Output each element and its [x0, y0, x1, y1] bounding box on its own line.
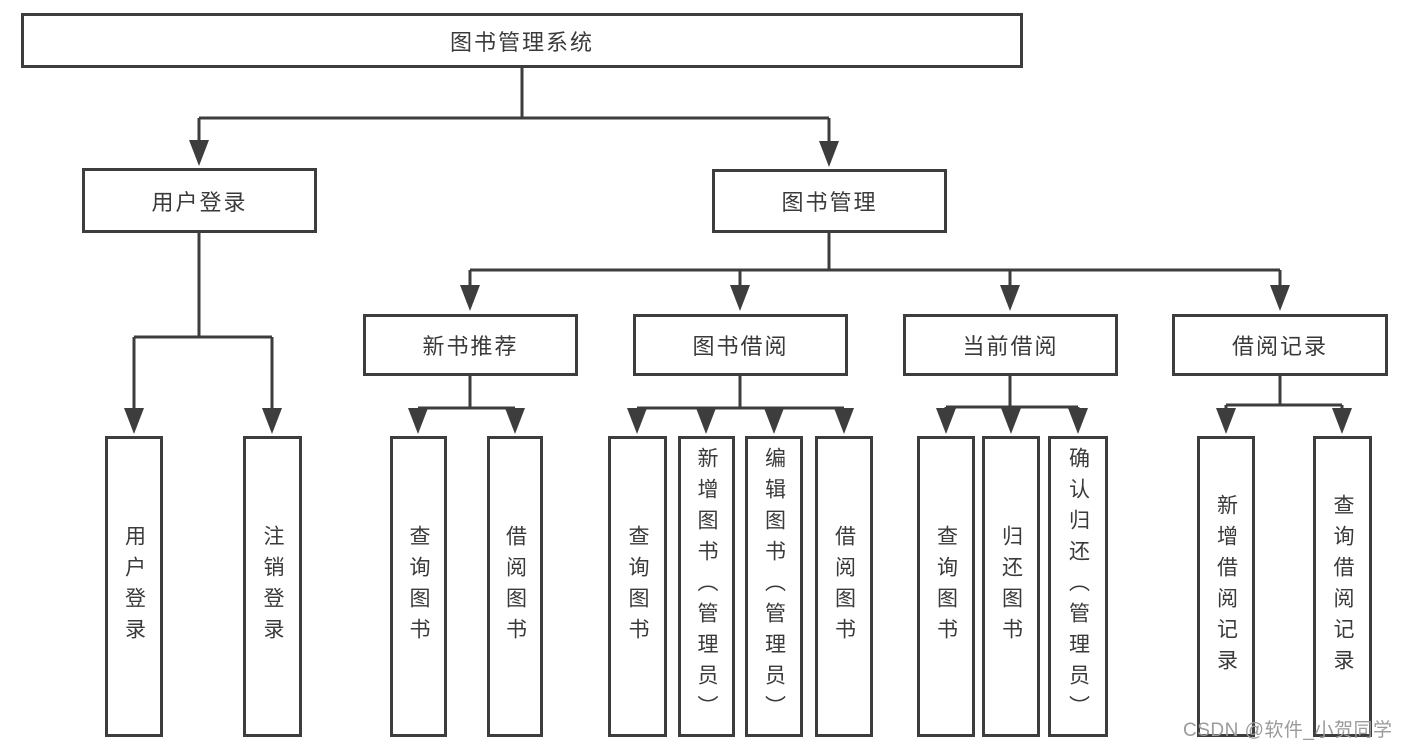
leaf-borrow-books-recommend: 借阅图书 — [487, 436, 543, 737]
node-label: 注销登录 — [261, 524, 284, 649]
leaf-return-books: 归还图书 — [982, 436, 1040, 737]
node-book-borrowing: 图书借阅 — [633, 314, 848, 376]
node-label: 新增图书（管理员） — [695, 447, 718, 726]
node-label: 当前借阅 — [962, 334, 1059, 359]
node-current-borrowing: 当前借阅 — [903, 314, 1118, 376]
leaf-edit-books-admin: 编辑图书（管理员） — [745, 436, 803, 737]
node-borrowing-records: 借阅记录 — [1172, 314, 1388, 376]
node-label: 查询图书 — [934, 524, 958, 649]
node-label: 借阅图书 — [503, 524, 527, 649]
node-label: 新书推荐 — [422, 334, 519, 359]
node-new-book-recommend: 新书推荐 — [363, 314, 578, 376]
node-label: 归还图书 — [999, 524, 1023, 649]
leaf-user-login: 用户登录 — [105, 436, 163, 737]
node-label: 借阅记录 — [1231, 334, 1328, 359]
node-book-management: 图书管理 — [712, 169, 947, 233]
leaf-logout: 注销登录 — [243, 436, 302, 737]
node-label: 编辑图书（管理员） — [762, 447, 786, 726]
node-label: 用户登录 — [151, 189, 248, 215]
leaf-add-books-admin: 新增图书（管理员） — [678, 436, 735, 737]
node-label: 确认归还（管理员） — [1066, 447, 1090, 726]
node-label: 查询图书 — [626, 524, 649, 649]
node-label: 图书管理 — [781, 190, 878, 215]
node-label: 新增借阅记录 — [1214, 493, 1238, 680]
leaf-query-books-recommend: 查询图书 — [390, 436, 447, 737]
leaf-query-borrow-record: 查询借阅记录 — [1313, 436, 1372, 737]
node-root-system: 图书管理系统 — [21, 13, 1023, 68]
leaf-add-borrow-record: 新增借阅记录 — [1197, 436, 1255, 737]
csdn-watermark: CSDN @软件_小贺同学 — [1183, 720, 1393, 741]
leaf-query-books-current: 查询图书 — [917, 436, 975, 737]
node-label: 借阅图书 — [832, 524, 856, 649]
node-user-login: 用户登录 — [82, 168, 317, 233]
leaf-borrow-books-borrowing: 借阅图书 — [815, 436, 873, 737]
leaf-confirm-return-admin: 确认归还（管理员） — [1048, 436, 1108, 737]
node-label: 图书借阅 — [692, 334, 789, 359]
node-label: 查询图书 — [407, 524, 430, 649]
node-label: 图书管理系统 — [449, 29, 594, 55]
node-label: 用户登录 — [122, 524, 146, 649]
leaf-query-books-borrowing: 查询图书 — [608, 436, 667, 737]
arrowheads — [124, 140, 1352, 434]
node-label: 查询借阅记录 — [1331, 493, 1354, 680]
